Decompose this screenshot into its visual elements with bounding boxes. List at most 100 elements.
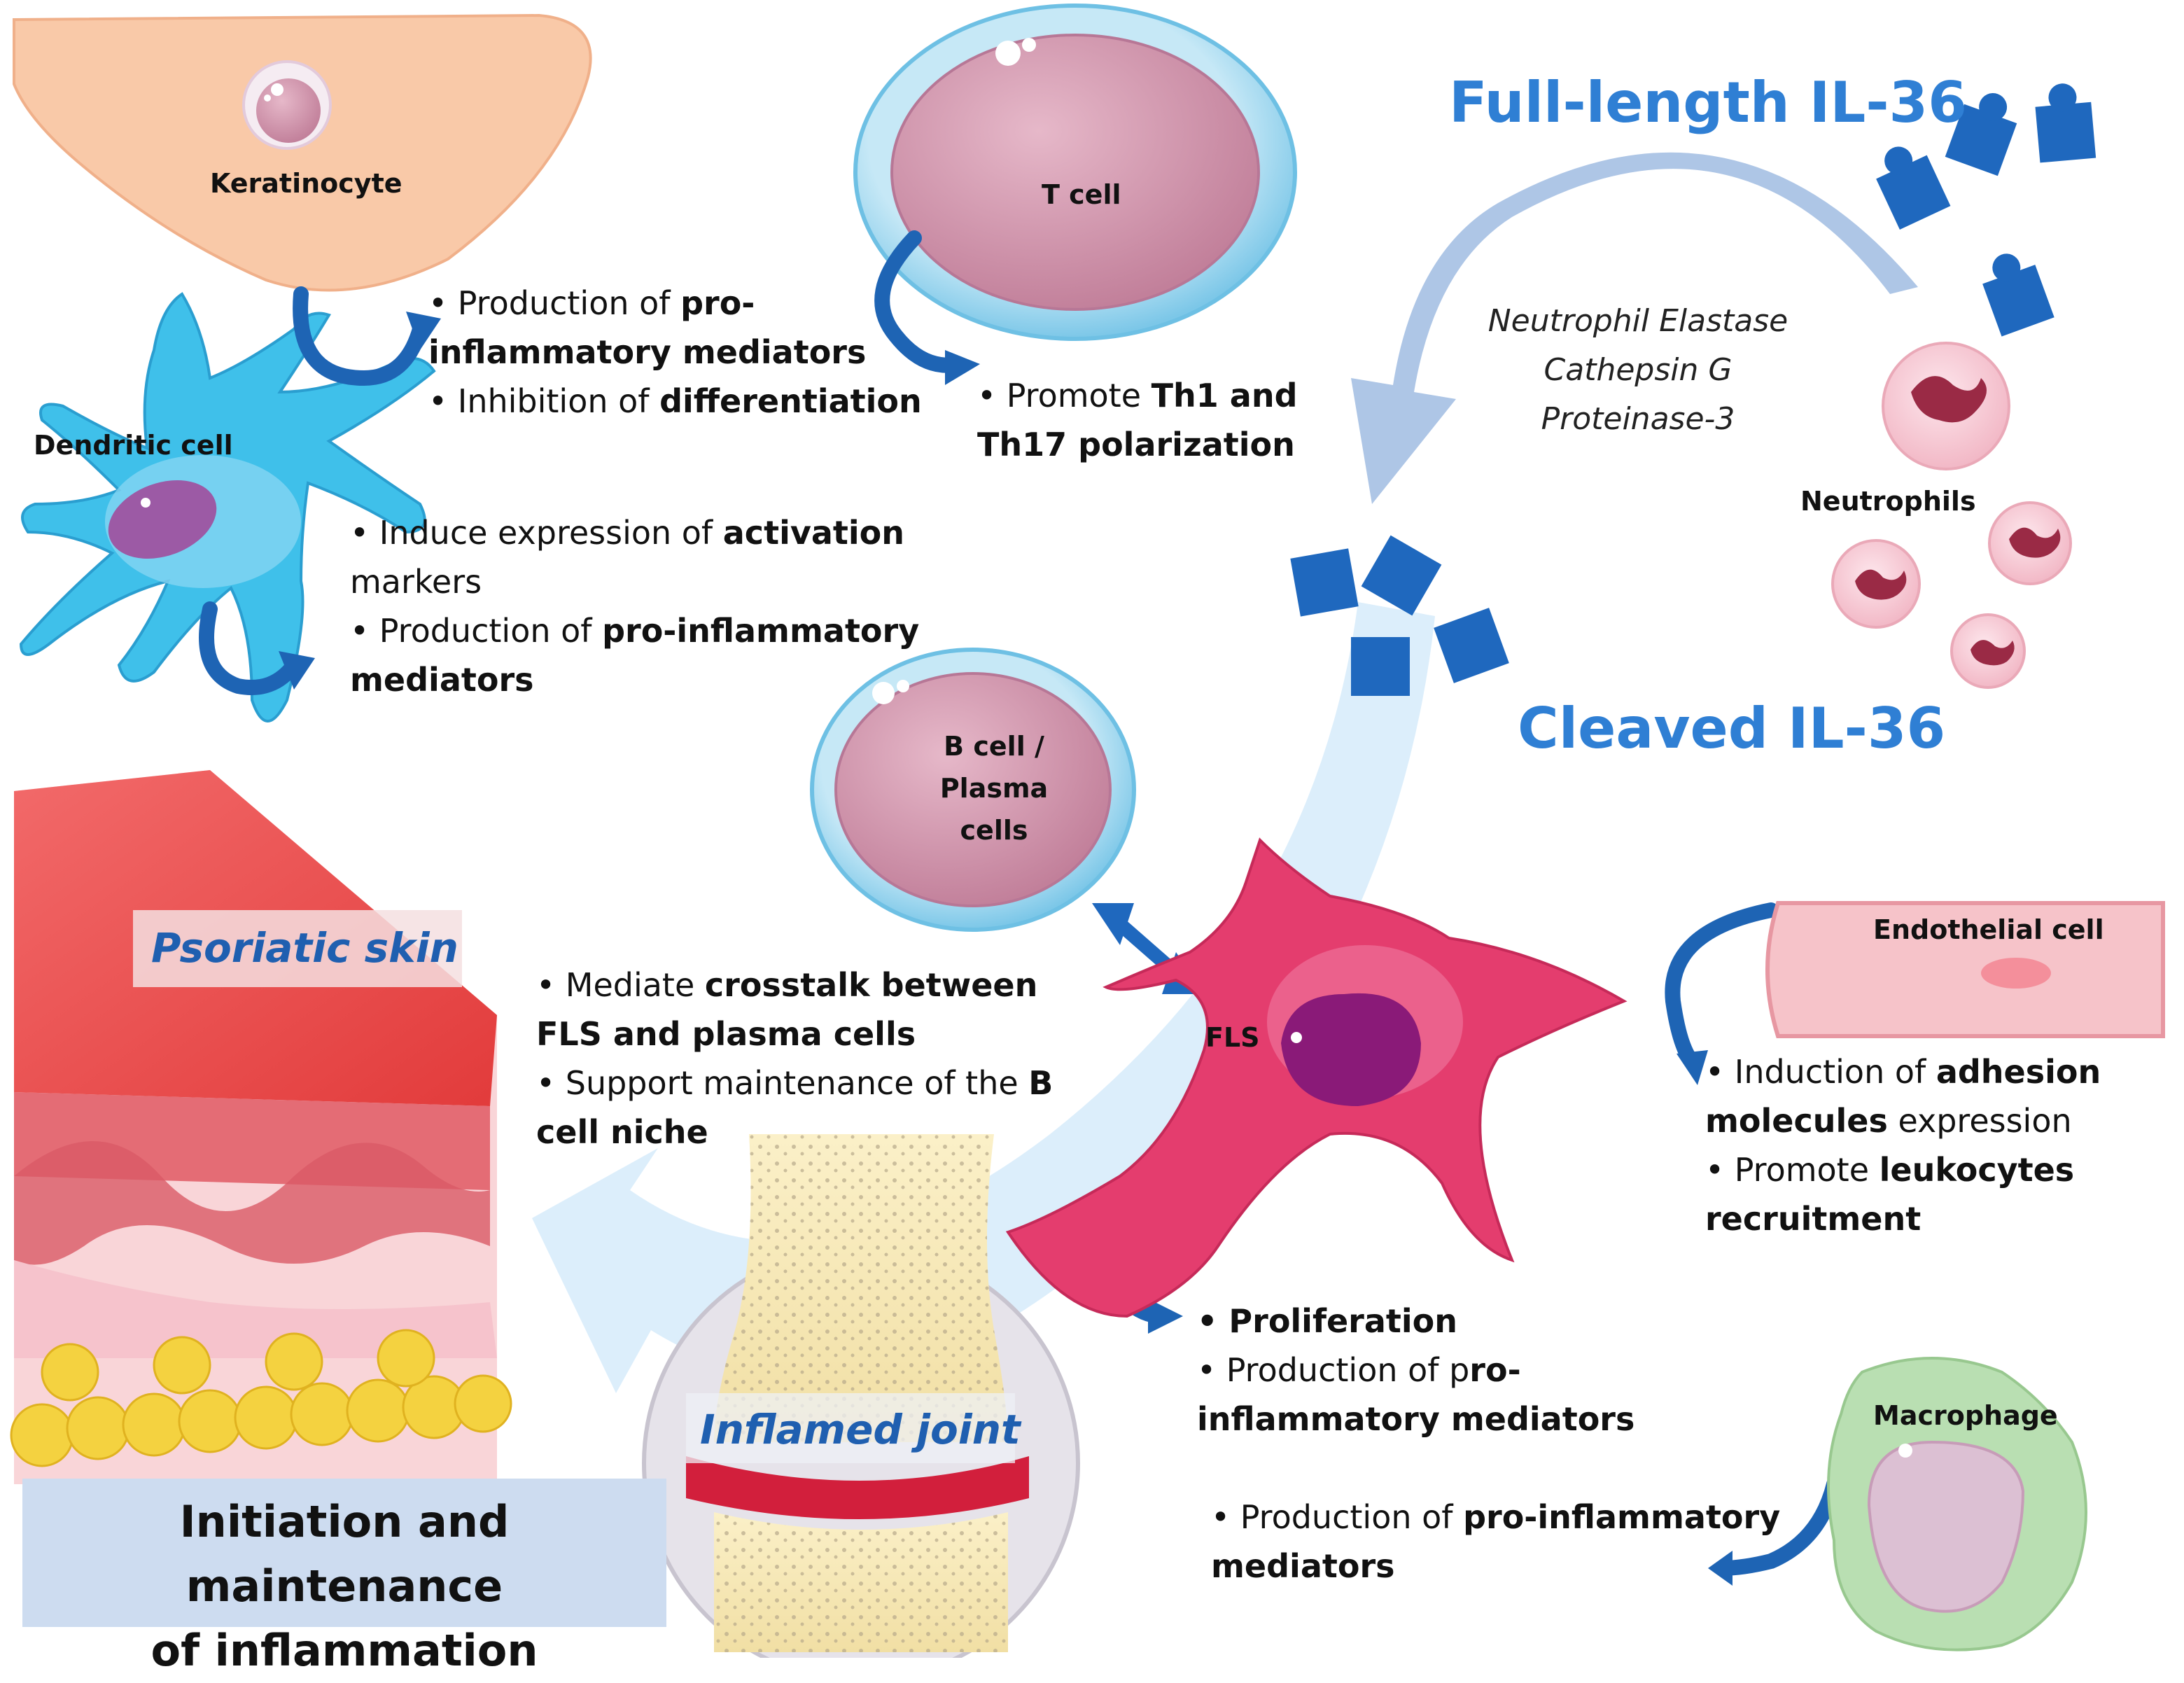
psoriatic-skin-label: Psoriatic skin — [151, 924, 458, 972]
effect-emphasis: inflammatory mediators — [428, 333, 867, 371]
endothelial-cell-label: Endothelial cell — [1873, 914, 2104, 945]
keratinocyte-effects: • Production of pro- inflammatory mediat… — [428, 279, 922, 426]
cleaved-il36-heading: Cleaved IL-36 — [1518, 696, 1946, 761]
fls-effects: • Proliferation • Production of pro- inf… — [1197, 1297, 1634, 1444]
effect-line: • Mediate crosstalk between — [536, 961, 1053, 1010]
effect-line: • Inhibition of differentiation — [428, 377, 922, 426]
protease-item: Proteinase-3 — [1541, 401, 1735, 437]
effect-line: recruitment — [1705, 1194, 2101, 1243]
psoriatic-skin-section — [10, 770, 512, 1484]
effect-line: inflammatory mediators — [1197, 1395, 1634, 1444]
title-box — [22, 1479, 666, 1627]
effect-emphasis: mediators — [350, 661, 534, 699]
effect-text: • Inhibition of — [428, 382, 660, 420]
t-cell-arrow — [874, 230, 967, 373]
effect-emphasis: pro-inflammatory — [1463, 1498, 1781, 1536]
macrophage-effects: • Production of pro-inflammatory mediato… — [1211, 1493, 1780, 1591]
effect-line: • Promote Th1 and — [977, 371, 1298, 420]
effect-line: • Promote leukocytes — [1705, 1145, 2101, 1194]
effect-line: molecules expression — [1705, 1096, 2101, 1145]
effect-text: • Induce expression of — [350, 514, 723, 552]
t-cell — [853, 4, 1297, 341]
effect-line: FLS and plasma cells — [536, 1010, 1053, 1059]
dendritic-effects: • Induce expression of activation marker… — [350, 508, 919, 704]
effect-emphasis: activation — [722, 514, 904, 552]
figure-title: Initiation and maintenance of inflammati… — [22, 1490, 666, 1683]
effect-line: • Proliferation — [1197, 1297, 1634, 1346]
full-length-il36-blocks — [1876, 83, 2096, 337]
effect-text: markers — [350, 563, 482, 601]
effect-emphasis: inflammatory mediators — [1197, 1400, 1635, 1438]
keratinocyte-arrow — [293, 286, 428, 386]
effect-text: • Promote — [977, 377, 1152, 414]
dendritic-arrow — [199, 601, 302, 695]
effect-emphasis: molecules — [1705, 1102, 1888, 1140]
endothelial-arrow — [1665, 902, 1779, 1072]
effect-line: • Production of pro-inflammatory — [1211, 1493, 1780, 1542]
neutrophils-group — [1831, 342, 2072, 689]
effect-emphasis: crosstalk between — [704, 966, 1038, 1004]
effect-emphasis: Th17 polarization — [977, 426, 1295, 463]
effect-emphasis: differentiation — [659, 382, 922, 420]
effect-line: inflammatory mediators — [428, 328, 922, 377]
effect-text: • Mediate — [536, 966, 705, 1004]
effect-line: mediators — [1211, 1542, 1780, 1591]
effect-line: markers — [350, 557, 919, 606]
macrophage-arrow — [1714, 1476, 1842, 1576]
effect-line: cell niche — [536, 1108, 1053, 1157]
arrow-heads — [279, 312, 1732, 1586]
effect-line: • Production of pro- — [428, 279, 922, 328]
protease-item: Cathepsin G — [1544, 352, 1732, 388]
full-length-il36-heading: Full-length IL-36 — [1449, 70, 1967, 135]
endothelial-cell — [1765, 901, 2165, 1038]
macrophage-cell — [1827, 1357, 2087, 1651]
figure-title-line: Initiation and maintenance — [179, 1496, 510, 1612]
effect-emphasis: Th1 and — [1151, 377, 1298, 414]
keratinocyte-label: Keratinocyte — [210, 168, 402, 199]
effect-emphasis: pro-inflammatory — [602, 612, 920, 650]
effect-emphasis: ro- — [1469, 1351, 1521, 1389]
b-cell — [810, 648, 1136, 932]
keratinocyte-cell — [13, 13, 592, 292]
endothelial-effects: • Induction of adhesion molecules expres… — [1705, 1047, 2101, 1243]
inflamed-joint-section — [642, 1134, 1080, 1658]
dendritic-cell — [19, 292, 436, 722]
effect-emphasis: FLS and plasma cells — [536, 1015, 916, 1053]
effect-emphasis: cell niche — [536, 1113, 708, 1151]
effect-line: • Induction of adhesion — [1705, 1047, 2101, 1096]
effect-text: • Production of p — [1197, 1351, 1470, 1389]
effect-text: expression — [1887, 1102, 2072, 1140]
b-cell-label-line: cells — [960, 815, 1028, 846]
effect-line: Th17 polarization — [977, 420, 1298, 469]
effect-text: • Production of — [350, 612, 603, 650]
inflamed-joint-label: Inflamed joint — [700, 1406, 1021, 1453]
b-cell-label-line: Plasma — [939, 773, 1049, 804]
cleaved-il36-blocks — [1290, 535, 1509, 696]
effect-line: • Production of pro-inflammatory — [350, 606, 919, 655]
effect-text: • Support maintenance of the — [536, 1064, 1029, 1102]
effect-text: • Production of — [428, 284, 681, 322]
protease-item: Neutrophil Elastase — [1488, 303, 1788, 339]
effect-emphasis: recruitment — [1705, 1200, 1921, 1238]
fls-cell — [1005, 837, 1628, 1318]
effect-emphasis: B — [1028, 1064, 1054, 1102]
effect-emphasis: pro- — [680, 284, 755, 322]
protease-list: Neutrophil Elastase Cathepsin G Proteina… — [1456, 297, 1820, 444]
figure-title-line: of inflammation — [150, 1625, 538, 1676]
macrophage-label: Macrophage — [1873, 1400, 2058, 1431]
t-cell-effects: • Promote Th1 and Th17 polarization — [977, 371, 1298, 469]
effect-line: • Support maintenance of the B — [536, 1059, 1053, 1108]
dendritic-cell-label: Dendritic cell — [34, 430, 233, 461]
effect-emphasis: adhesion — [1935, 1053, 2101, 1091]
effect-line: • Induce expression of activation — [350, 508, 919, 557]
neutrophils-label: Neutrophils — [1800, 486, 1976, 517]
effect-text: • Production of — [1211, 1498, 1464, 1536]
effect-line: mediators — [350, 655, 919, 704]
fls-label: FLS — [1205, 1022, 1260, 1053]
effect-line: • Production of pro- — [1197, 1346, 1634, 1395]
effect-emphasis: leukocytes — [1879, 1151, 2075, 1189]
effect-emphasis: mediators — [1211, 1547, 1395, 1585]
b-cell-label-line: B cell / — [944, 731, 1044, 762]
t-cell-label: T cell — [1042, 179, 1121, 210]
